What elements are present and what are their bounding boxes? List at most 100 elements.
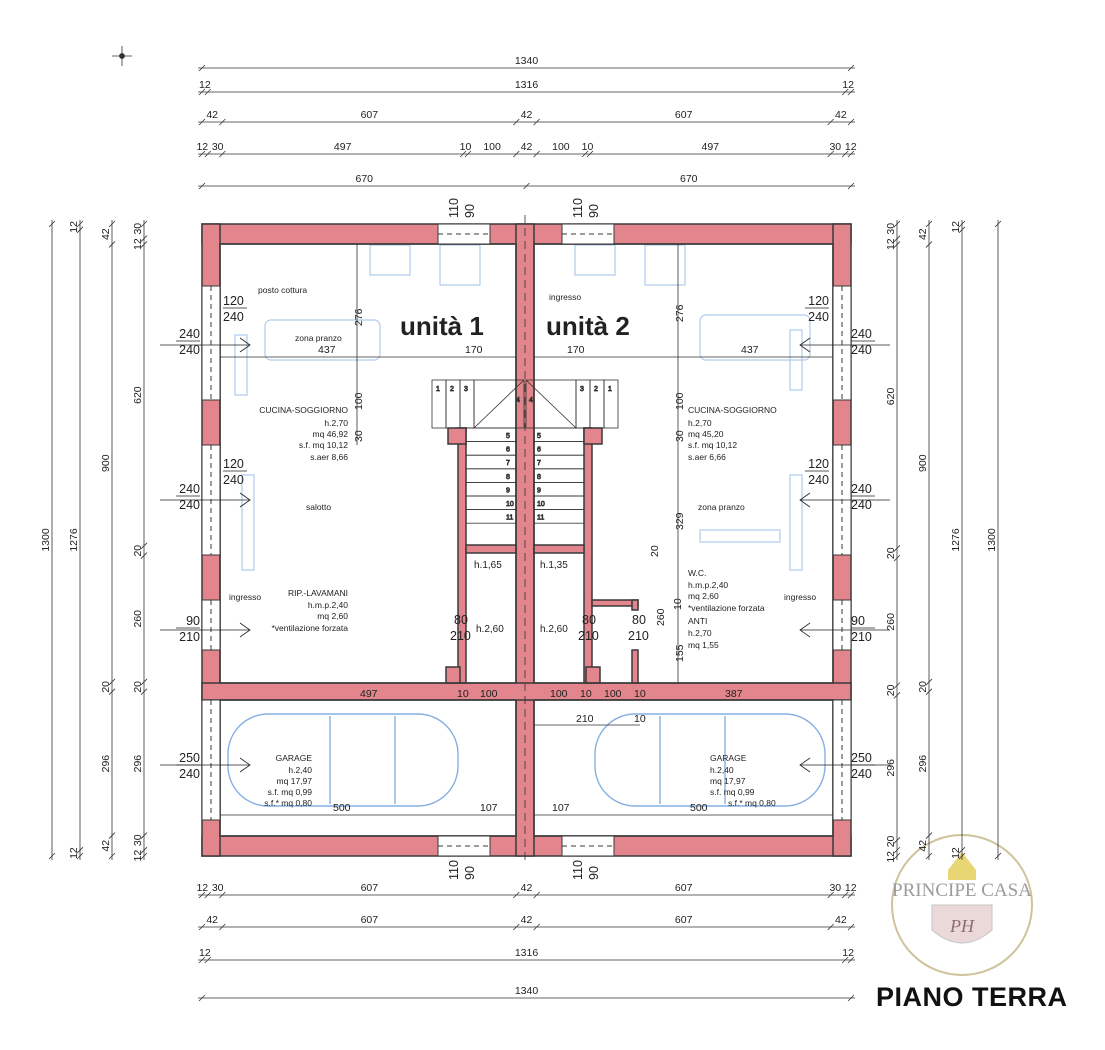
dimension-label: 42	[917, 228, 929, 240]
height-label: h.2,60	[476, 624, 504, 635]
dimension-tick	[925, 688, 933, 695]
window-size-bottom: 110	[571, 860, 585, 880]
stair-number: 10	[537, 501, 545, 508]
window-size-bottom: 110	[447, 860, 461, 880]
dimension-tick	[198, 994, 206, 1002]
dimension-tick	[108, 678, 116, 686]
window-opening	[437, 223, 491, 245]
room-info: *ventilazione forzata	[271, 623, 348, 633]
room-info: s.aer 6,66	[688, 452, 726, 462]
room-label: ingresso	[784, 592, 816, 602]
room-info: mq 1,55	[688, 640, 719, 650]
dimension-tick	[219, 150, 226, 158]
dimension-label: 12	[842, 947, 854, 959]
garage-door-size-bottom: 240	[179, 767, 200, 781]
dimension-label: 12	[845, 882, 857, 894]
dimension-label: 42	[835, 914, 847, 926]
dimension-label: 12	[845, 141, 857, 153]
dimension-label: 12	[950, 847, 962, 859]
dimension-tick	[586, 150, 594, 158]
dimension-tick	[76, 226, 84, 234]
dimension-tick	[847, 994, 855, 1002]
dim-label: 500	[690, 802, 708, 814]
door-height: 210	[628, 629, 649, 643]
dimension-tick	[76, 846, 84, 854]
dimension-label: 296	[917, 755, 929, 773]
stair-step	[533, 427, 585, 443]
dimension-tick	[533, 923, 540, 931]
principe-casa-watermark: PRINCIPE CASA PH	[891, 834, 1033, 976]
stair-diagonal	[473, 379, 525, 429]
dimension-tick	[958, 846, 966, 854]
window-size-top: 240	[179, 482, 200, 496]
dimension-tick	[925, 241, 933, 248]
dimension-label: 42	[206, 109, 218, 121]
stair-number: 2	[450, 386, 454, 393]
windows	[201, 223, 852, 857]
dimension-tick	[108, 688, 116, 695]
dimension-tick	[140, 552, 148, 559]
dim-label: 437	[741, 344, 759, 356]
dimension-tick	[140, 832, 148, 839]
dimension-tick	[108, 852, 116, 860]
dimension-label: 260	[132, 610, 144, 628]
room-info: mq 17,97	[277, 776, 313, 786]
dim-label: 276	[353, 308, 365, 326]
dimension-tick	[893, 554, 901, 562]
unit-2-labels: ingresso 170 437 276 100 30 329 20 260 1…	[540, 292, 816, 814]
room-label: CUCINA-SOGGIORNO	[688, 405, 777, 415]
dimension-label: 670	[355, 173, 373, 185]
window-size-bottom: 240	[179, 343, 200, 357]
dimension-tick	[827, 118, 834, 126]
window-size-bottom: 90	[587, 866, 601, 880]
window-size-top: 110	[571, 198, 585, 218]
dimension-label: 12	[199, 79, 211, 91]
dimension-label: 10	[582, 141, 594, 153]
watermark-brand: PRINCIPE CASA	[892, 880, 1032, 901]
dimension-tick	[893, 241, 901, 248]
stair-number: 1	[608, 386, 612, 393]
dimension-tick	[847, 182, 855, 190]
dim-label: 100	[480, 688, 498, 700]
dimension-label: 900	[100, 454, 112, 472]
room-label: ingresso	[229, 592, 261, 602]
height-label: h.1,65	[474, 560, 502, 571]
dimension-tick	[893, 545, 901, 552]
dimension-tick	[533, 150, 540, 158]
dimension-label: 42	[206, 914, 218, 926]
room-info: h.m.p.2,40	[688, 580, 728, 590]
dimension-label: 1300	[986, 528, 998, 552]
arrowhead-icon	[799, 492, 811, 508]
watermark-monogram: PH	[949, 916, 975, 936]
dim-label: 107	[480, 802, 498, 814]
dimension-tick	[893, 235, 901, 242]
stair-number: 1	[436, 386, 440, 393]
dimension-label: 30	[212, 882, 224, 894]
dim-label: 30	[353, 430, 365, 442]
window-size-top: 90	[463, 204, 477, 218]
dimension-tick	[76, 220, 84, 228]
garage-door-size-top: 250	[851, 751, 872, 765]
dimension-tick	[581, 150, 589, 158]
dimension-tick	[198, 923, 206, 931]
dimension-tick	[925, 832, 933, 839]
dimension-tick	[523, 182, 530, 190]
room-label: posto cottura	[258, 285, 307, 295]
stair-number: 3	[464, 386, 468, 393]
stair-number: 8	[537, 474, 541, 481]
dimension-label: 42	[521, 882, 533, 894]
arrowhead-icon	[239, 622, 251, 638]
dimension-label: 20	[885, 547, 897, 559]
window-size-bottom: 240	[223, 310, 244, 324]
room-label: W.C.	[688, 568, 706, 578]
stair-number: 7	[537, 460, 541, 467]
dimension-tick	[219, 891, 226, 899]
room-info: s.f.* mq 0,80	[728, 798, 776, 808]
dimension-tick	[533, 118, 540, 126]
dimension-label: 42	[100, 840, 112, 852]
window-size-bottom: 240	[223, 473, 244, 487]
window-size-top: 120	[808, 457, 829, 471]
dimension-tick	[198, 956, 206, 964]
room-label: RIP.-LAVAMANI	[288, 588, 348, 598]
